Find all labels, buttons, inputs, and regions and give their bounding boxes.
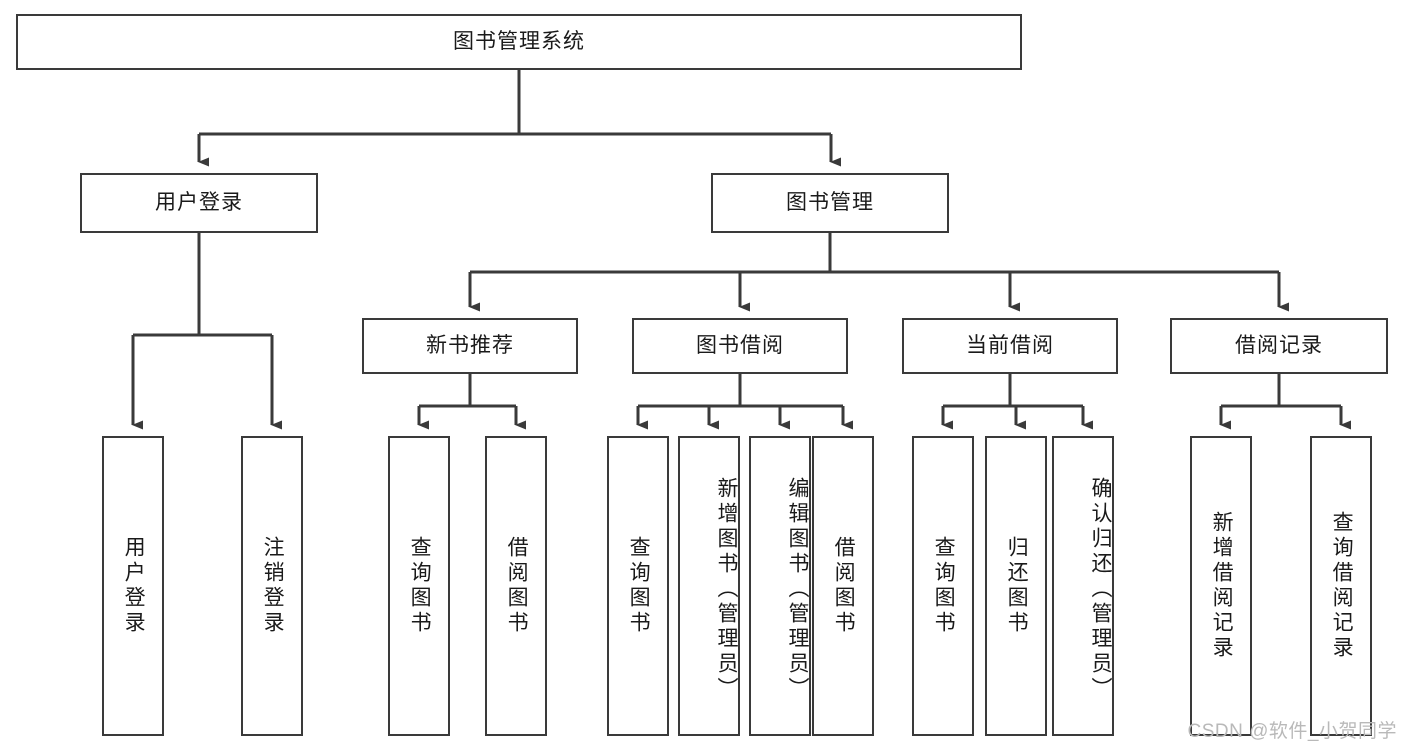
node-leaf-borrow-book-1[interactable]: 借阅图书 [485, 436, 547, 736]
node-leaf-add-book[interactable]: 新增图书（管理员） [678, 436, 740, 736]
node-leaf-return-book[interactable]: 归还图书 [985, 436, 1047, 736]
node-borrow-record[interactable]: 借阅记录 [1170, 318, 1388, 374]
node-leaf-user-login[interactable]: 用户登录 [102, 436, 164, 736]
node-user-login[interactable]: 用户登录 [80, 173, 318, 233]
node-leaf-query-book-1[interactable]: 查询图书 [388, 436, 450, 736]
node-current-borrow[interactable]: 当前借阅 [902, 318, 1118, 374]
node-book-manage[interactable]: 图书管理 [711, 173, 949, 233]
node-leaf-query-book-1-label: 查询图书 [408, 536, 432, 636]
node-leaf-borrow-book-2[interactable]: 借阅图书 [812, 436, 874, 736]
node-new-book-rec[interactable]: 新书推荐 [362, 318, 578, 374]
node-leaf-add-record[interactable]: 新增借阅记录 [1190, 436, 1252, 736]
node-leaf-confirm-return[interactable]: 确认归还（管理员） [1052, 436, 1114, 736]
node-leaf-user-logout[interactable]: 注销登录 [241, 436, 303, 736]
node-leaf-add-record-label: 新增借阅记录 [1210, 511, 1234, 661]
node-leaf-confirm-return-label: 确认归还（管理员） [1089, 476, 1112, 702]
node-root[interactable]: 图书管理系统 [16, 14, 1022, 70]
node-leaf-query-book-3-label: 查询图书 [932, 536, 956, 636]
node-new-book-rec-label: 新书推荐 [426, 334, 514, 358]
node-leaf-query-record[interactable]: 查询借阅记录 [1310, 436, 1372, 736]
node-book-borrow[interactable]: 图书借阅 [632, 318, 848, 374]
node-book-manage-label: 图书管理 [786, 191, 874, 215]
node-leaf-query-book-2[interactable]: 查询图书 [607, 436, 669, 736]
node-current-borrow-label: 当前借阅 [966, 334, 1054, 358]
node-leaf-user-login-label: 用户登录 [122, 536, 146, 636]
node-leaf-borrow-book-1-label: 借阅图书 [505, 536, 529, 636]
node-leaf-edit-book[interactable]: 编辑图书（管理员） [749, 436, 811, 736]
node-leaf-query-book-2-label: 查询图书 [627, 536, 651, 636]
node-book-borrow-label: 图书借阅 [696, 334, 784, 358]
node-borrow-record-label: 借阅记录 [1235, 334, 1323, 358]
node-leaf-query-record-label: 查询借阅记录 [1330, 511, 1354, 661]
node-user-login-label: 用户登录 [155, 191, 243, 215]
node-leaf-edit-book-label: 编辑图书（管理员） [786, 476, 809, 702]
node-leaf-return-book-label: 归还图书 [1005, 536, 1029, 636]
node-leaf-add-book-label: 新增图书（管理员） [715, 476, 738, 702]
node-leaf-query-book-3[interactable]: 查询图书 [912, 436, 974, 736]
node-root-label: 图书管理系统 [453, 30, 585, 54]
watermark-text: CSDN @软件_小贺同学 [1187, 721, 1397, 742]
node-leaf-borrow-book-2-label: 借阅图书 [832, 536, 856, 636]
node-leaf-user-logout-label: 注销登录 [261, 536, 285, 636]
